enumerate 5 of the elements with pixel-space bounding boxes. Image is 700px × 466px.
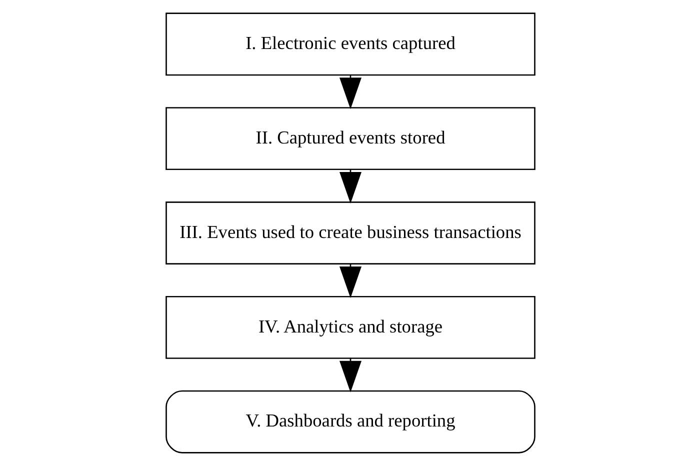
node-box: II. Captured events stored [165,107,535,170]
node-box: IV. Analytics and storage [165,296,535,359]
node-box: V. Dashboards and reporting [165,390,535,454]
node-box: III. Events used to create business transactions [165,202,535,264]
node-box: I. Electronic events captured [165,12,535,76]
